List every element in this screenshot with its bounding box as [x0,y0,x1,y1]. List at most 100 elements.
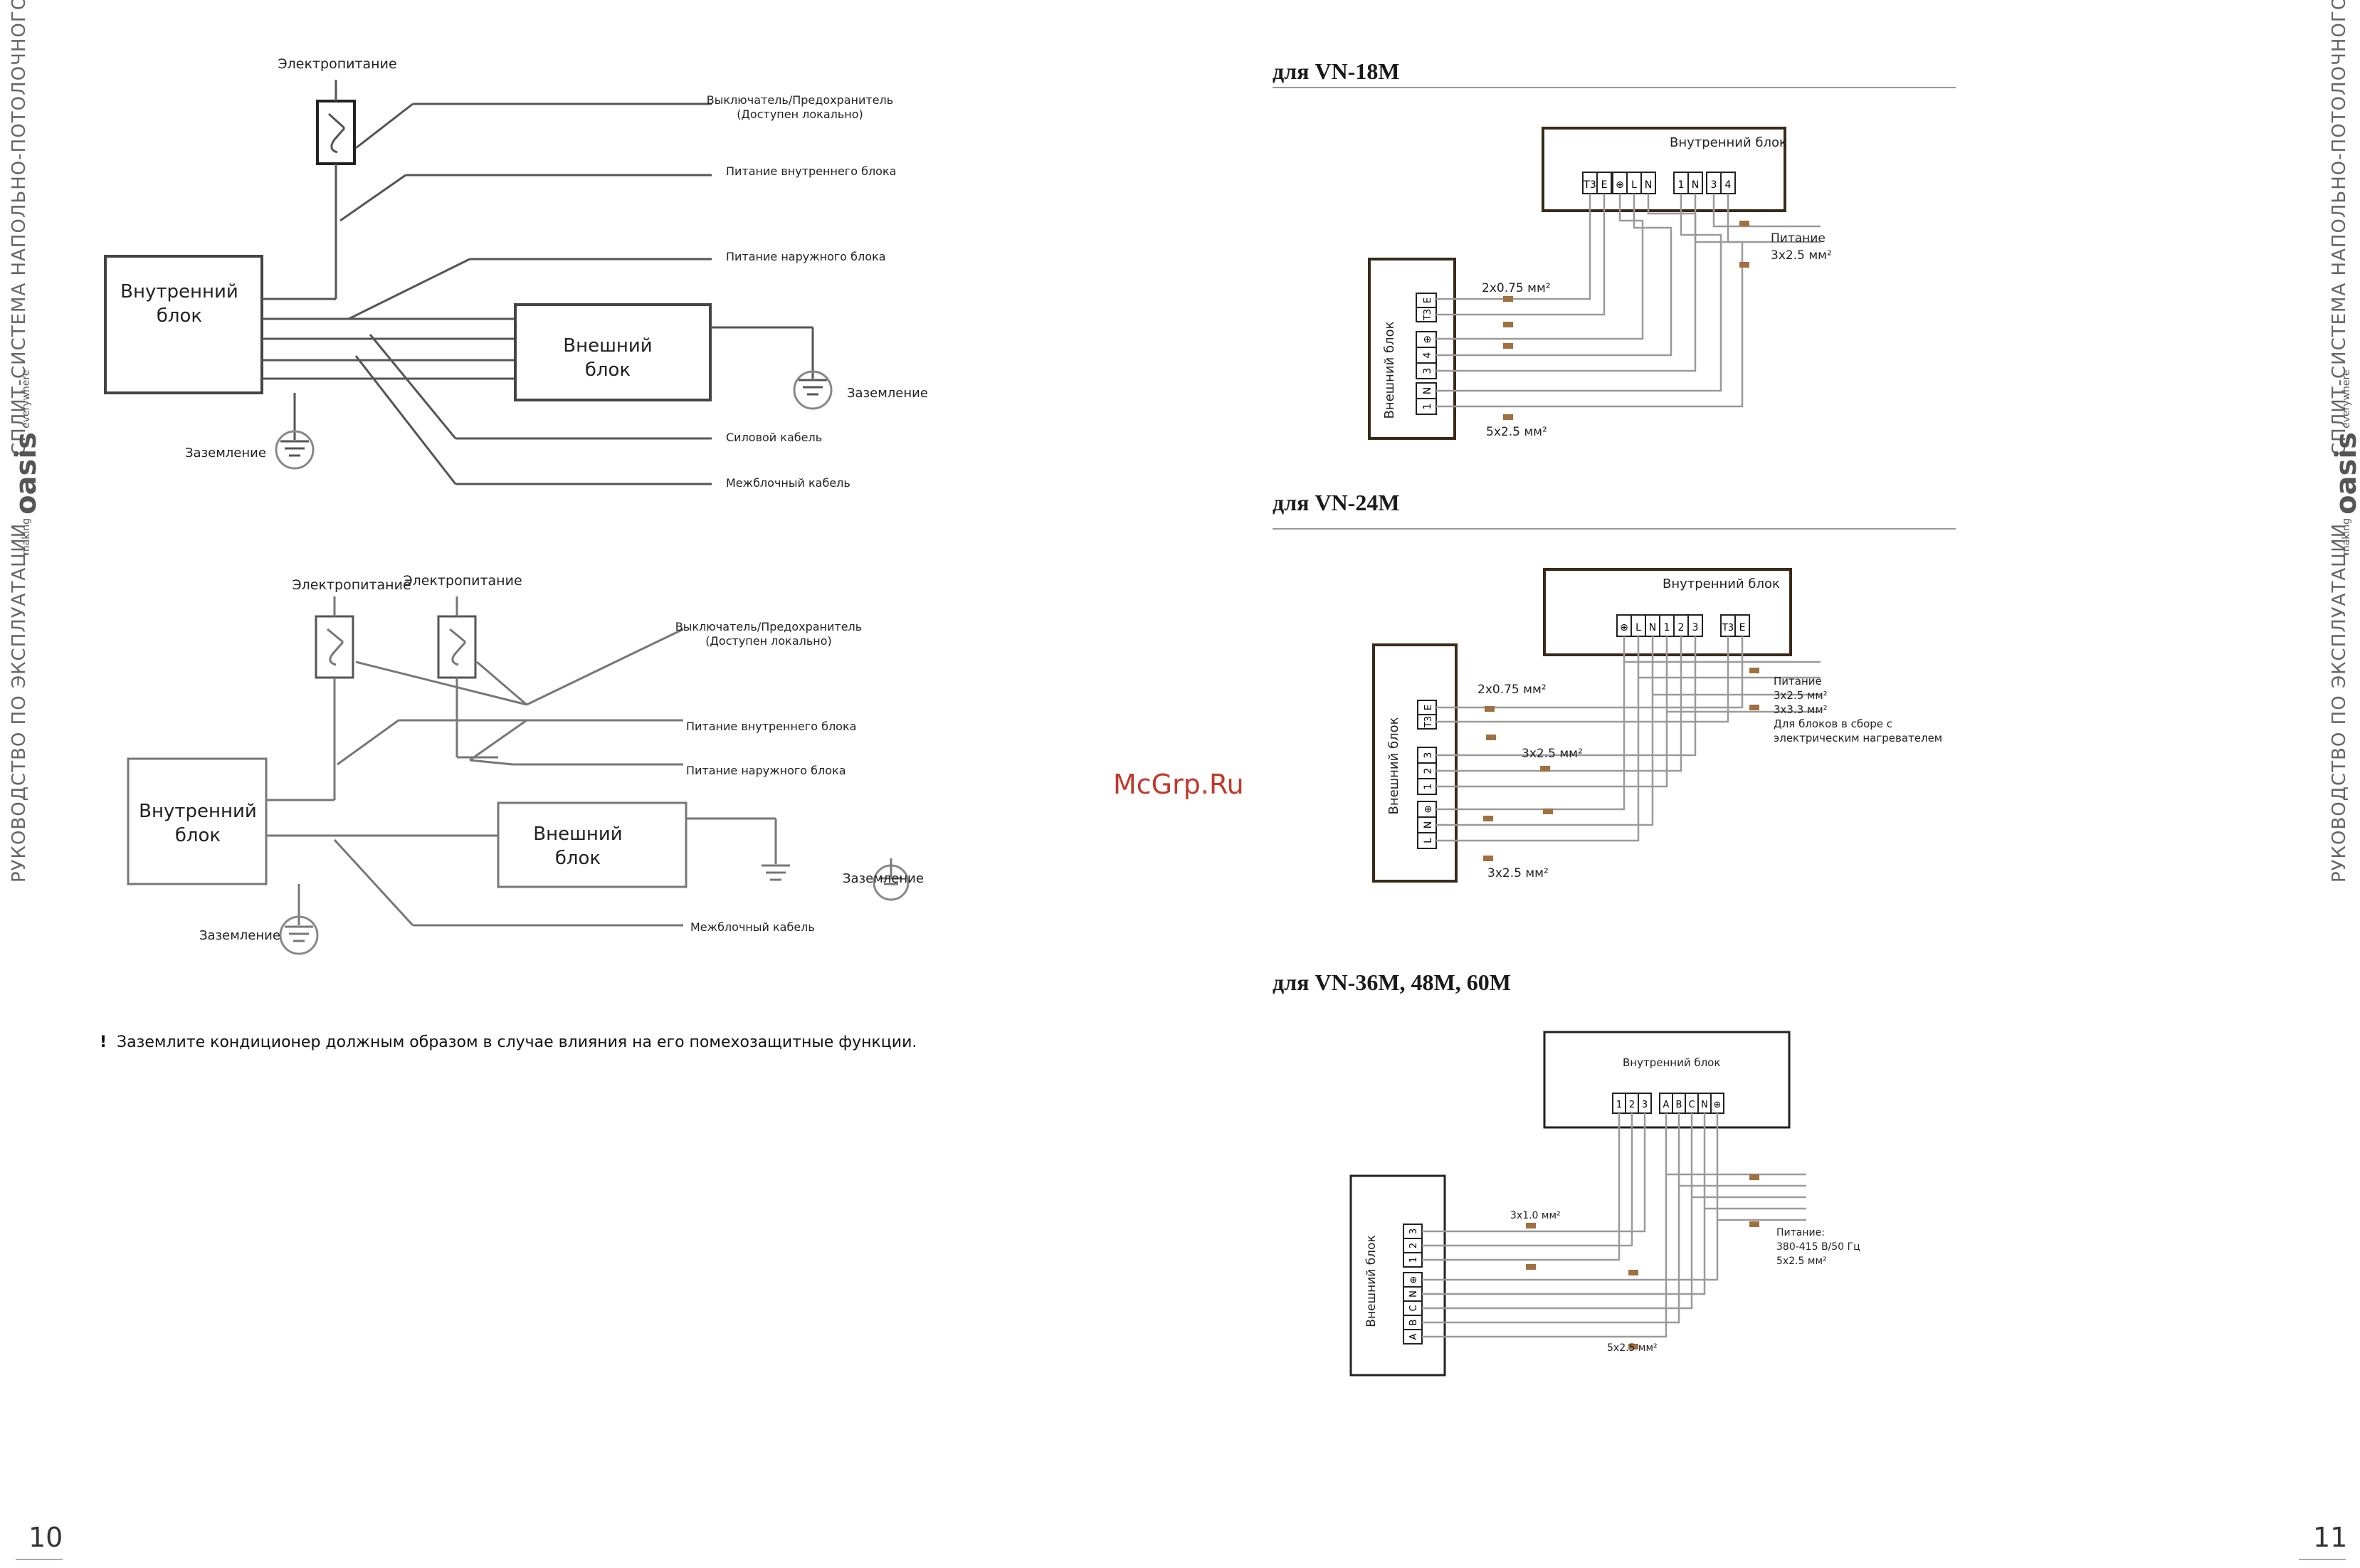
vn36-indoor-label: Внутренний блок [1623,1056,1720,1069]
vn24-in-term-6: 3 [1692,622,1699,633]
vn18-in-term-9: 4 [1725,179,1732,191]
vn36-out-term-2: B [1408,1320,1419,1326]
section-rule-vn24 [1273,528,1956,530]
section-rule-vn18 [1273,87,1956,88]
vn36-outdoor-label: Внешний блок [1364,1235,1379,1327]
vn18-in-term-1: T3 [1583,179,1596,191]
vn24-out-term-4: 1 [1423,784,1434,790]
vn36-out-term-4: N [1408,1290,1419,1298]
vn24-out-term-1: L [1423,838,1434,843]
wiring-scheme-dual-supply: Электропитание Электропитание Выключател… [127,573,924,955]
vn24-in-term-4: 1 [1664,622,1670,633]
section-title-vn36: для VN-36M, 48M, 60M [1273,969,1511,995]
vn24-in-term-3: N [1649,622,1656,633]
vn24-supply-2: 3x2.5 мм² [1774,689,1828,702]
d2-power-label-2: Электропитание [403,573,522,589]
d1-indoor-power: Питание внутреннего блока [726,164,896,178]
vn36-supply-2: 380-415 В/50 Гц [1776,1241,1860,1253]
vn18-cable-clamps [1503,221,1749,420]
d2-ground-right: Заземление [843,871,924,886]
vn36-out-term-5: ⊕ [1408,1276,1419,1284]
watermark: McGrp.Ru [1113,769,1244,800]
vn18-supply-2: 3x2.5 мм² [1771,248,1832,263]
vn18-out-term-4: 4 [1422,352,1433,358]
vn24-cable-power: 3x2.5 мм² [1487,866,1549,880]
wiring-diagram-vn36: 1 2 3 A B C N ⊕ A B C N ⊕ 1 2 3 [1349,1031,1860,1377]
warning-icon: ! [100,1033,107,1051]
d1-outdoor-unit-2: блок [585,359,631,381]
vn36-in-term-7: N [1701,1100,1708,1110]
vn24-supply-3: 3x3.3 мм² [1774,703,1828,716]
vn36-in-term-1: 1 [1616,1100,1622,1110]
d1-interconnect-cable: Межблочный кабель [726,476,850,490]
vn36-out-term-6: 1 [1408,1257,1419,1263]
vn24-indoor-label: Внутренний блок [1663,577,1780,591]
vn24-outdoor-label: Внешний блок [1386,717,1401,814]
vn36-supply-1: Питание: [1776,1227,1825,1238]
vn24-supply-5: электрическим нагревателем [1774,732,1942,744]
vn36-wires [1422,1113,1806,1338]
d1-outdoor-unit-1: Внешний [563,335,652,357]
vn24-in-term-1: ⊕ [1620,622,1628,633]
vn36-in-term-6: C [1688,1100,1695,1110]
vn24-in-term-2: L [1635,622,1641,633]
vn36-in-term-2: 2 [1629,1100,1635,1110]
right-page: СПЛИТ-СИСТЕМА НАПОЛЬНО-ПОТОЛОЧНОГО ТИПА … [1180,0,2360,1568]
vn36-in-term-3: 3 [1642,1100,1648,1110]
d2-switch-label-1: Выключатель/Предохранитель [675,620,862,633]
grounding-note: ! Заземлите кондиционер должным образом в… [100,1033,917,1051]
vn24-in-term-8: E [1739,622,1746,633]
vn18-in-term-6: 1 [1678,179,1685,191]
vn24-supply-1: Питание [1774,675,1822,688]
vn18-outdoor-terminal-strip: 1 N 3 4 ⊕ T3 E [1416,293,1437,415]
d2-interconnect-cable: Межблочный кабель [690,920,815,934]
vn18-out-term-6: T3 [1423,309,1433,321]
d2-outdoor-power: Питание наружного блока [686,764,846,777]
section-title-vn24: для VN-24M [1273,490,1400,515]
vn24-in-term-7: T3 [1722,623,1734,633]
d2-ground-left: Заземление [199,928,280,943]
d1-switch-label-2: (Доступен локально) [737,107,863,121]
page-number-left: 10 [28,1522,63,1553]
vn18-in-term-8: 3 [1711,179,1717,191]
d2-switch-label-2: (Доступен локально) [705,634,832,648]
vn24-out-term-2: N [1423,821,1434,828]
d1-indoor-unit-2: блок [157,305,202,327]
vn24-cable-clamps [1483,668,1759,861]
vn18-in-term-4: L [1631,179,1637,191]
left-page: СПЛИТ-СИСТЕМА НАПОЛЬНО-ПОТОЛОЧНОГО ТИПА … [9,0,928,1560]
vn36-outdoor-terminal-strip: A B C N ⊕ 1 2 3 [1403,1224,1423,1345]
vn18-out-term-5: ⊕ [1422,335,1433,344]
d2-outdoor-unit-1: Внешний [533,824,622,845]
vn18-indoor-label: Внутренний блок [1670,135,1787,150]
vn24-outdoor-terminal-strip: L N ⊕ 1 2 3 T3 E [1417,700,1437,849]
wiring-diagram-vn18: T3 E ⊕ L N 1 N 3 4 1 N 3 4 ⊕ T3 E [1368,127,1832,440]
vn36-out-term-8: 3 [1408,1228,1419,1234]
d2-indoor-unit-1: Внутренний [139,801,257,822]
vn18-in-term-3: ⊕ [1616,179,1624,191]
vn36-indoor-terminal-strip: 1 2 3 A B C N ⊕ [1612,1093,1724,1114]
vn18-out-term-1: 1 [1422,404,1433,410]
vn36-cable-power: 5x2.5 мм² [1607,1342,1658,1354]
vn36-in-term-4: A [1663,1100,1670,1110]
d1-switch-label-1: Выключатель/Предохранитель [707,93,893,107]
vn18-outdoor-label: Внешний блок [1382,321,1397,419]
vn18-out-term-3: 3 [1422,368,1433,374]
vn24-cable-mid: 3x2.5 мм² [1522,747,1583,761]
vn36-supply-3: 5x2.5 мм² [1776,1256,1827,1267]
d1-power-cable: Силовой кабель [726,431,822,444]
d2-indoor-power: Питание внутреннего блока [686,720,856,733]
vn36-out-term-7: 2 [1408,1243,1419,1248]
d2-indoor-unit-2: блок [175,825,221,846]
vn36-cable-clamps [1526,1174,1759,1349]
vn18-supply-1: Питание [1771,231,1826,246]
vn24-in-term-5: 2 [1678,622,1685,633]
d2-outdoor-unit-2: блок [555,848,601,869]
vn18-wires [1436,194,1821,408]
vn36-out-term-3: C [1408,1305,1419,1311]
d1-ground-right: Заземление [847,386,928,401]
page-number-rule-right [2299,1559,2346,1560]
vn24-cable-signal: 2x0.75 мм² [1477,683,1547,697]
grounding-note-text: Заземлите кондиционер должным образом в … [117,1033,917,1051]
d1-indoor-unit-1: Внутренний [120,281,238,302]
